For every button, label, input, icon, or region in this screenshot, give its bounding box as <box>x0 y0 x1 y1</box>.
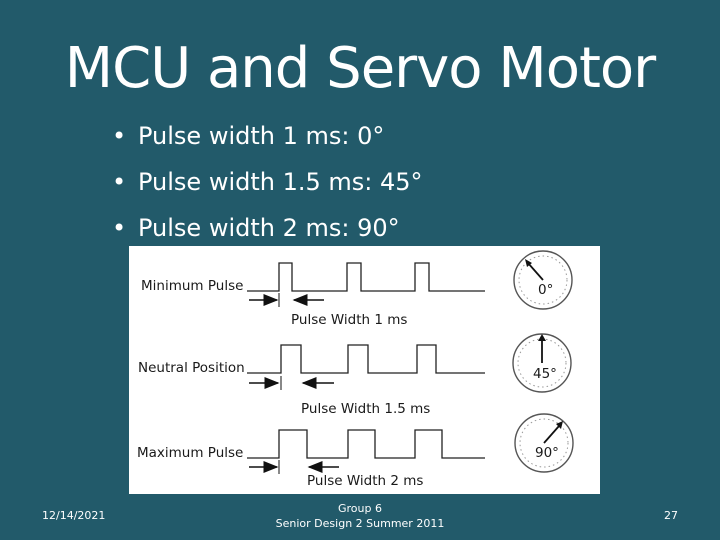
pulse-train-minimum <box>247 262 485 292</box>
row-label-minimum: Minimum Pulse <box>141 278 243 294</box>
slide-number: 27 <box>664 509 678 522</box>
footer-center: Group 6 Senior Design 2 Summer 2011 <box>260 501 460 531</box>
bullet-list: • Pulse width 1 ms: 0° • Pulse width 1.5 m… <box>112 113 423 251</box>
angle-label-45: 45° <box>533 366 557 382</box>
angle-label-0: 0° <box>538 282 553 298</box>
pulse-width-label-minimum: Pulse Width 1 ms <box>291 312 407 328</box>
bullet-dot-icon: • <box>112 168 127 196</box>
bullet-item: • Pulse width 1 ms: 0° <box>112 113 423 159</box>
servo-dial-0-icon <box>513 250 573 310</box>
bullet-text: Pulse width 2 ms: 90° <box>138 214 400 242</box>
row-label-neutral: Neutral Position <box>138 360 245 376</box>
bullet-text: Pulse width 1 ms: 0° <box>138 122 385 150</box>
pulse-width-label-maximum: Pulse Width 2 ms <box>307 473 423 489</box>
servo-dial-45-icon <box>512 333 572 393</box>
angle-label-90: 90° <box>535 445 559 461</box>
pulse-width-label-neutral: Pulse Width 1.5 ms <box>301 401 430 417</box>
pulse-diagram-svg: Minimum Pulse Pulse Width 1 ms 0° Neutra… <box>137 250 574 489</box>
bullet-item: • Pulse width 2 ms: 90° <box>112 205 423 251</box>
bullet-dot-icon: • <box>112 122 127 150</box>
footer-date: 12/14/2021 <box>42 509 106 522</box>
row-label-maximum: Maximum Pulse <box>137 445 243 461</box>
footer-course: Senior Design 2 Summer 2011 <box>275 517 445 530</box>
pulse-train-neutral <box>247 344 485 374</box>
bullet-item: • Pulse width 1.5 ms: 45° <box>112 159 423 205</box>
footer-group: Group 6 <box>338 502 382 515</box>
bullet-text: Pulse width 1.5 ms: 45° <box>138 168 423 196</box>
pulse-width-diagram: Minimum Pulse Pulse Width 1 ms 0° Neutra… <box>129 246 600 494</box>
slide-title: MCU and Servo Motor <box>64 36 656 101</box>
bullet-dot-icon: • <box>112 214 127 242</box>
pulse-train-maximum <box>247 429 485 459</box>
servo-dial-90-icon <box>514 413 574 473</box>
